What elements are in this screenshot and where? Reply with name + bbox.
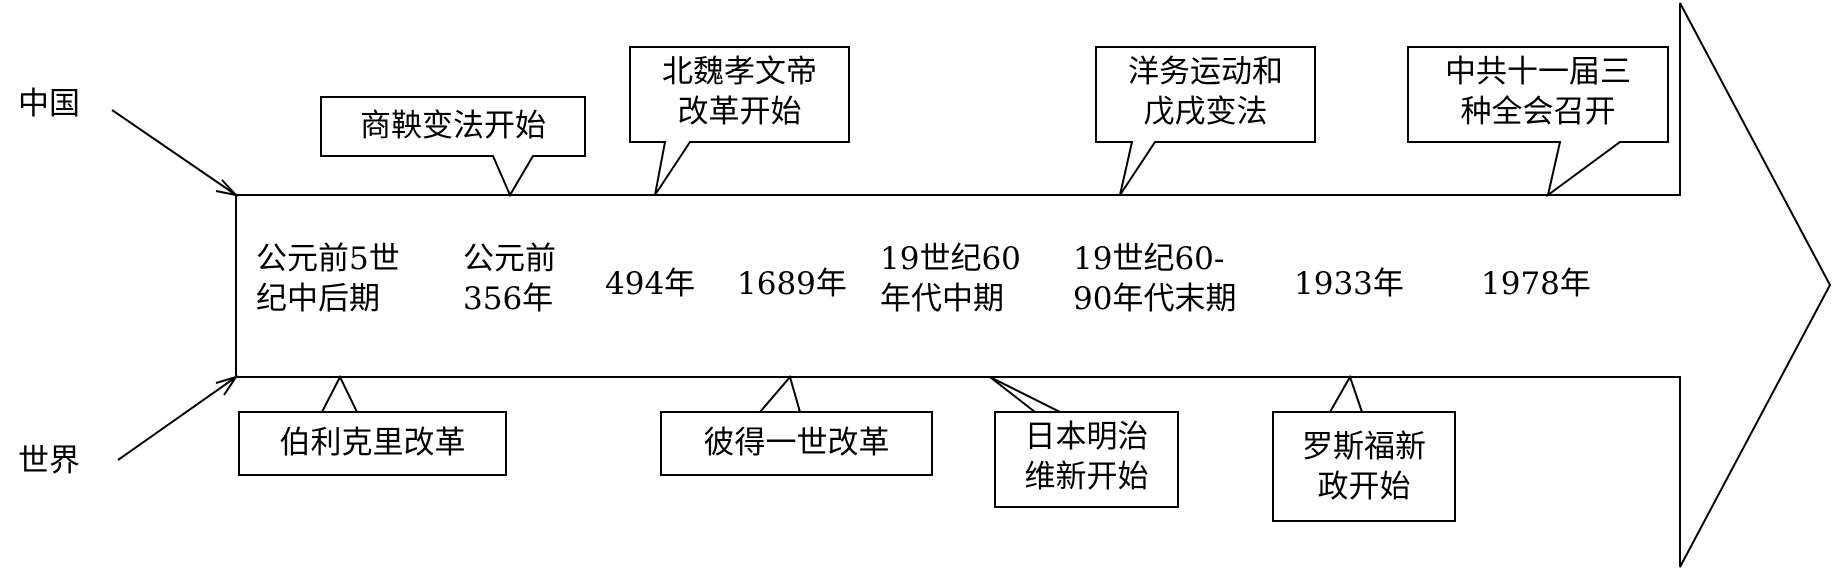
callout-xiaowen [629, 46, 850, 196]
callout-pericles [238, 374, 507, 476]
world-pointer-line [117, 376, 237, 461]
world-pointer-arrowhead [215, 375, 239, 396]
china-event-text: 中共十一届三 种全会召开 [1445, 54, 1631, 130]
date-label: 1933年 [1294, 266, 1404, 302]
china-event-text: 洋务运动和 戊戌变法 [1128, 54, 1283, 130]
date-label: 19世纪60- 90年代末期 [1073, 241, 1237, 317]
callout-yangwu [1095, 46, 1316, 196]
china-pointer-line [111, 109, 237, 196]
world-label: 世界 [18, 443, 80, 479]
date-label: 公元前5世 纪中后期 [256, 241, 400, 317]
china-pointer-arrowhead [215, 179, 239, 197]
callout-third-plenum [1407, 46, 1669, 198]
date-label: 19世纪60 年代中期 [880, 241, 1021, 317]
date-label: 1978年 [1481, 266, 1591, 302]
callout-meiji [989, 376, 1179, 508]
world-event-text: 日本明治 维新开始 [1024, 419, 1149, 495]
callout-new-deal [1272, 374, 1456, 522]
date-label: 1689年 [737, 266, 847, 302]
china-event-text: 北魏孝文帝 改革开始 [662, 54, 817, 130]
callout-peter [660, 374, 933, 476]
world-event-text: 伯利克里改革 [279, 425, 466, 461]
world-event-text: 罗斯福新 政开始 [1302, 429, 1426, 505]
world-event-text: 彼得一世改革 [703, 425, 890, 461]
china-event-text: 商鞅变法开始 [360, 108, 546, 144]
china-label: 中国 [18, 86, 80, 122]
date-label: 494年 [605, 266, 696, 302]
date-label: 公元前 356年 [463, 241, 556, 317]
timeline-arrow [235, 2, 1832, 568]
callout-shangyang [320, 96, 586, 198]
